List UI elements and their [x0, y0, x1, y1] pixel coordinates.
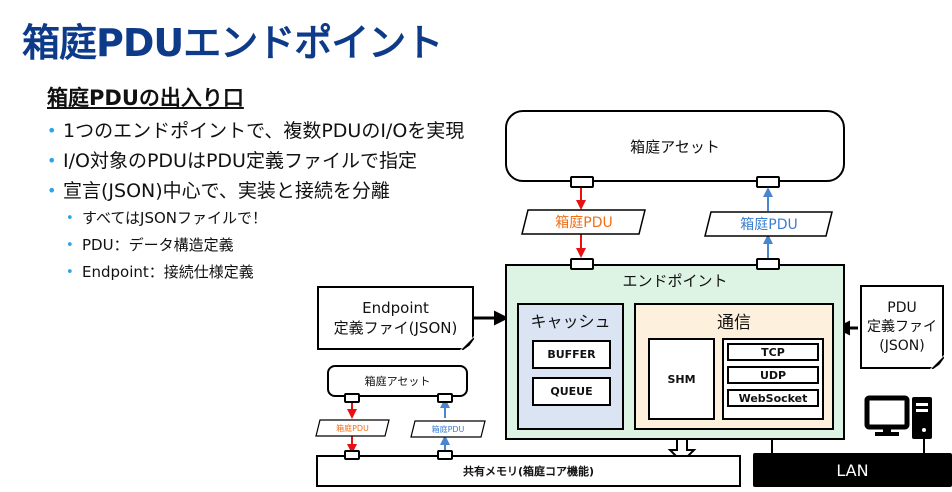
asset-main-label: 箱庭アセット — [630, 137, 720, 156]
shared-memory-label: 共有メモリ(箱庭コア機能) — [462, 465, 595, 478]
folded-corner-icon — [460, 336, 474, 350]
cache-box: キャッシュ BUFFER QUEUE — [517, 303, 624, 430]
port — [344, 393, 360, 403]
folded-corner-icon — [930, 355, 944, 369]
lan-bar: LAN — [753, 453, 952, 487]
buffer-box: BUFFER — [532, 340, 611, 369]
endpoint-def-file: Endpoint 定義ファイ(JSON) — [317, 286, 474, 350]
bullet-item: 1つのエンドポイントで、複数PDUのI/Oを実現 — [47, 116, 464, 146]
sub-bullet-item: すべてはJSONファイルで！ — [66, 205, 267, 232]
port — [437, 393, 453, 403]
queue-box: QUEUE — [532, 377, 611, 406]
port — [756, 176, 780, 188]
udp-box: UDP — [727, 366, 819, 384]
pdu-def-line2: 定義ファイ — [867, 318, 937, 335]
small-pdu-in-label: 箱庭PDU — [431, 424, 465, 434]
small-pdu-out-label: 箱庭PDU — [336, 423, 369, 433]
sub-bullet-item: Endpoint：接続仕様定義 — [66, 259, 267, 286]
protocol-group: TCP UDP WebSocket — [722, 338, 824, 420]
pdu-def-file: PDU 定義ファイ (JSON) — [860, 285, 944, 369]
port — [437, 450, 453, 460]
pdu-def-line3: (JSON) — [879, 337, 925, 354]
port — [570, 176, 594, 188]
endpoint-label: エンドポイント — [622, 271, 728, 290]
tcp-box: TCP — [727, 343, 819, 361]
asset-small-box: 箱庭アセット — [327, 365, 468, 397]
endpoint-def-line1: Endpoint — [362, 299, 429, 317]
page-title: 箱庭PDUエンドポイント — [22, 21, 443, 65]
asset-small-label: 箱庭アセット — [364, 375, 431, 388]
port — [756, 258, 780, 270]
asset-main-box: 箱庭アセット — [505, 110, 845, 182]
shared-memory-box: 共有メモリ(箱庭コア機能) — [316, 455, 741, 487]
pdu-def-line1: PDU — [887, 299, 917, 316]
comm-label: 通信 — [717, 312, 751, 333]
sub-bullet-list: すべてはJSONファイルで！ PDU：データ構造定義 Endpoint：接続仕様… — [66, 205, 267, 286]
comm-box: 通信 SHM TCP UDP WebSocket — [634, 303, 834, 430]
lan-label: LAN — [836, 460, 869, 480]
pdu-out-label: 箱庭PDU — [555, 215, 613, 231]
section-heading: 箱庭PDUの出入り口 — [47, 86, 244, 110]
pdu-in-label: 箱庭PDU — [740, 217, 798, 233]
endpoint-def-line2: 定義ファイ(JSON) — [333, 319, 458, 337]
sub-bullet-item: PDU：データ構造定義 — [66, 232, 267, 259]
bullet-item: 宣言(JSON)中心で、実装と接続を分離 — [47, 176, 464, 206]
port — [570, 258, 594, 270]
bullet-item: I/O対象のPDUはPDU定義ファイルで指定 — [47, 146, 464, 176]
websocket-box: WebSocket — [727, 389, 819, 407]
bullet-list: 1つのエンドポイントで、複数PDUのI/Oを実現 I/O対象のPDUはPDU定義… — [47, 116, 464, 206]
computer-icon — [864, 395, 932, 439]
shm-box: SHM — [648, 338, 715, 420]
cache-label: キャッシュ — [530, 312, 611, 331]
port — [344, 450, 360, 460]
